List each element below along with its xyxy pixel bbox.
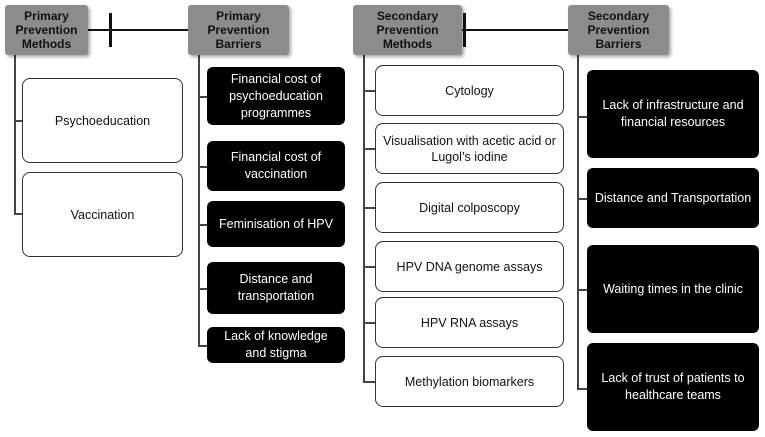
secondary-barriers-branch-3: [577, 289, 587, 291]
secondary-methods-branch-4: [363, 266, 375, 268]
secondary-barriers-header: Secondary Prevention Barriers: [568, 5, 669, 55]
primary-method-vaccination: Vaccination: [22, 172, 183, 257]
primary-methods-header: Primary Prevention Methods: [5, 5, 88, 55]
secondary-method-methylation: Methylation biomarkers: [375, 356, 564, 407]
secondary-barrier-distance: Distance and Transportation: [587, 168, 759, 228]
secondary-methods-branch-1: [363, 90, 375, 92]
secondary-barriers-tree-line: [577, 55, 579, 389]
primary-methods-branch-2: [14, 213, 22, 215]
secondary-method-digital-colposcopy: Digital colposcopy: [375, 182, 564, 233]
primary-barriers-branch-5: [198, 345, 207, 347]
primary-barrier-psychoeducation-cost: Financial cost of psychoeducation progra…: [207, 67, 345, 125]
secondary-methods-branch-3: [363, 207, 375, 209]
primary-inhibit-bar: [109, 13, 112, 47]
secondary-method-cytology: Cytology: [375, 65, 564, 116]
secondary-inhibit-bar: [463, 13, 466, 47]
secondary-barriers-branch-2: [577, 198, 587, 200]
secondary-barrier-waiting-times: Waiting times in the clinic: [587, 245, 759, 333]
secondary-methods-tree-line: [363, 55, 365, 382]
secondary-method-hpv-rna: HPV RNA assays: [375, 297, 564, 348]
primary-barrier-feminisation: Feminisation of HPV: [207, 201, 345, 247]
primary-barriers-branch-4: [198, 288, 207, 290]
secondary-barrier-trust: Lack of trust of patients to healthcare …: [587, 343, 759, 431]
primary-barrier-knowledge-stigma: Lack of knowledge and stigma: [207, 327, 345, 363]
primary-inhibit-connector: [88, 29, 188, 31]
secondary-method-hpv-dna: HPV DNA genome assays: [375, 241, 564, 292]
secondary-methods-header: Secondary Prevention Methods: [353, 5, 462, 55]
primary-methods-branch-1: [14, 120, 22, 122]
primary-barriers-header: Primary Prevention Barriers: [188, 5, 289, 55]
secondary-method-visualisation: Visualisation with acetic acid or Lugol’…: [375, 123, 564, 174]
primary-method-psychoeducation: Psychoeducation: [22, 78, 183, 163]
primary-barriers-branch-1: [198, 96, 207, 98]
secondary-barriers-branch-4: [577, 388, 587, 390]
primary-barriers-tree-line: [198, 55, 200, 346]
primary-barrier-vaccination-cost: Financial cost of vaccination: [207, 141, 345, 191]
secondary-methods-branch-2: [363, 148, 375, 150]
primary-barriers-branch-3: [198, 224, 207, 226]
primary-barrier-distance: Distance and transportation: [207, 262, 345, 314]
secondary-barrier-infrastructure: Lack of infrastructure and financial res…: [587, 70, 759, 158]
primary-methods-tree-line: [14, 55, 16, 213]
secondary-inhibit-connector: [462, 29, 568, 31]
secondary-methods-branch-6: [363, 381, 375, 383]
secondary-methods-branch-5: [363, 322, 375, 324]
secondary-barriers-branch-1: [577, 116, 587, 118]
primary-barriers-branch-2: [198, 166, 207, 168]
